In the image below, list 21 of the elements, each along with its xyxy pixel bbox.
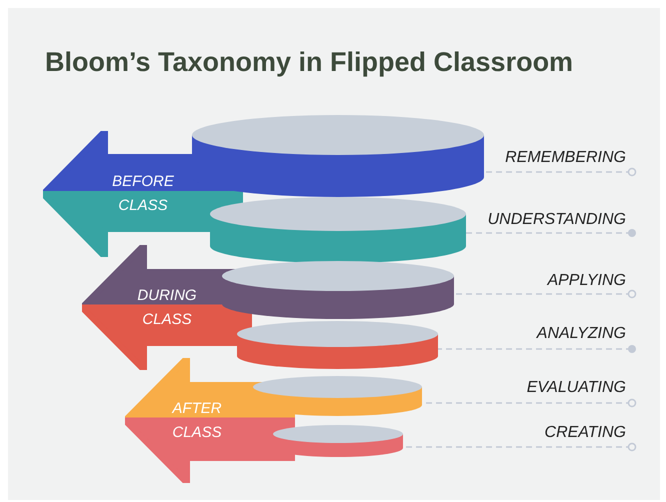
level-label: CREATING bbox=[544, 423, 626, 443]
title: Bloom’s Taxonomy in Flipped Classroom bbox=[45, 46, 574, 79]
level-label: APPLYING bbox=[547, 271, 626, 291]
arrow-label: AFTER CLASS bbox=[170, 398, 223, 442]
leader-line bbox=[484, 168, 636, 176]
leader-line bbox=[466, 229, 636, 237]
leader-line bbox=[403, 442, 636, 452]
arrow-label: BEFORE CLASS bbox=[111, 172, 175, 216]
level-label: ANALYZING bbox=[536, 324, 626, 344]
leader-line bbox=[454, 290, 636, 298]
disc-layer bbox=[273, 425, 403, 457]
disc-layer bbox=[222, 261, 454, 319]
level-label: UNDERSTANDING bbox=[488, 210, 626, 230]
disc-layer bbox=[192, 115, 484, 197]
level-label: REMEMBERING bbox=[505, 148, 626, 168]
disc-layer bbox=[210, 197, 466, 263]
disc-layer bbox=[237, 321, 438, 369]
arrow-label: DURING CLASS bbox=[136, 286, 198, 330]
leader-line bbox=[438, 345, 636, 353]
disc-layer bbox=[253, 376, 422, 416]
level-label: EVALUATING bbox=[526, 378, 626, 398]
